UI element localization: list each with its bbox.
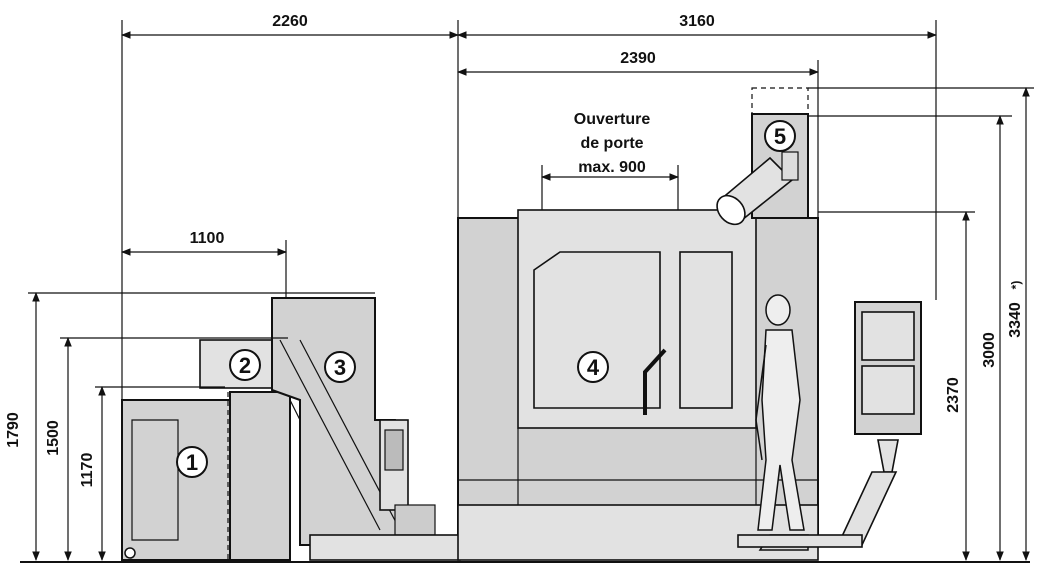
- dim-2390: 2390: [457, 50, 819, 218]
- dim-door-opening: Ouverture de porte max. 900: [541, 111, 679, 210]
- door-label-line3: max. 900: [578, 159, 646, 176]
- callout-5-label: 5: [774, 124, 786, 149]
- callout-4-label: 4: [587, 355, 600, 380]
- door-label-line2: de porte: [580, 135, 643, 152]
- dim-1170: 1170: [79, 386, 225, 561]
- callout-5: 5: [764, 120, 796, 152]
- door-label-line1: Ouverture: [574, 111, 651, 128]
- dim-2260: 2260: [121, 13, 459, 400]
- callout-2: 2: [229, 349, 261, 381]
- callout-3-label: 3: [334, 355, 346, 380]
- control-panel: [737, 301, 922, 548]
- dim-label-1500: 1500: [45, 420, 62, 456]
- dim-3340: 3340 *): [808, 87, 1034, 561]
- callout-1-label: 1: [186, 450, 198, 475]
- chip-conveyor: [271, 297, 436, 546]
- dim-label-1170: 1170: [79, 453, 96, 488]
- callout-3: 3: [324, 351, 356, 383]
- dim-1100: 1100: [121, 230, 287, 298]
- dim-note-3340: *): [1009, 281, 1023, 290]
- callout-1: 1: [176, 446, 208, 478]
- extraction-unit: [716, 87, 809, 226]
- dim-label-2260: 2260: [272, 13, 308, 30]
- dim-label-3000: 3000: [981, 332, 998, 368]
- machine-body: [457, 209, 819, 561]
- dim-3160: 3160: [457, 13, 937, 300]
- conveyor-base: [309, 534, 461, 561]
- callout-4: 4: [577, 351, 609, 383]
- dim-1790: 1790: [5, 292, 375, 561]
- dim-label-2390: 2390: [620, 50, 656, 67]
- dim-label-3160: 3160: [679, 13, 715, 30]
- callout-2-label: 2: [239, 353, 251, 378]
- dim-label-1100: 1100: [190, 230, 225, 247]
- dim-label-3340: 3340: [1007, 302, 1024, 338]
- dim-3000: 3000: [808, 115, 1012, 561]
- dim-1500: 1500: [45, 337, 288, 561]
- dim-label-2370: 2370: [945, 377, 962, 413]
- dim-2370: 2370: [818, 211, 975, 561]
- dim-label-1790: 1790: [5, 412, 22, 448]
